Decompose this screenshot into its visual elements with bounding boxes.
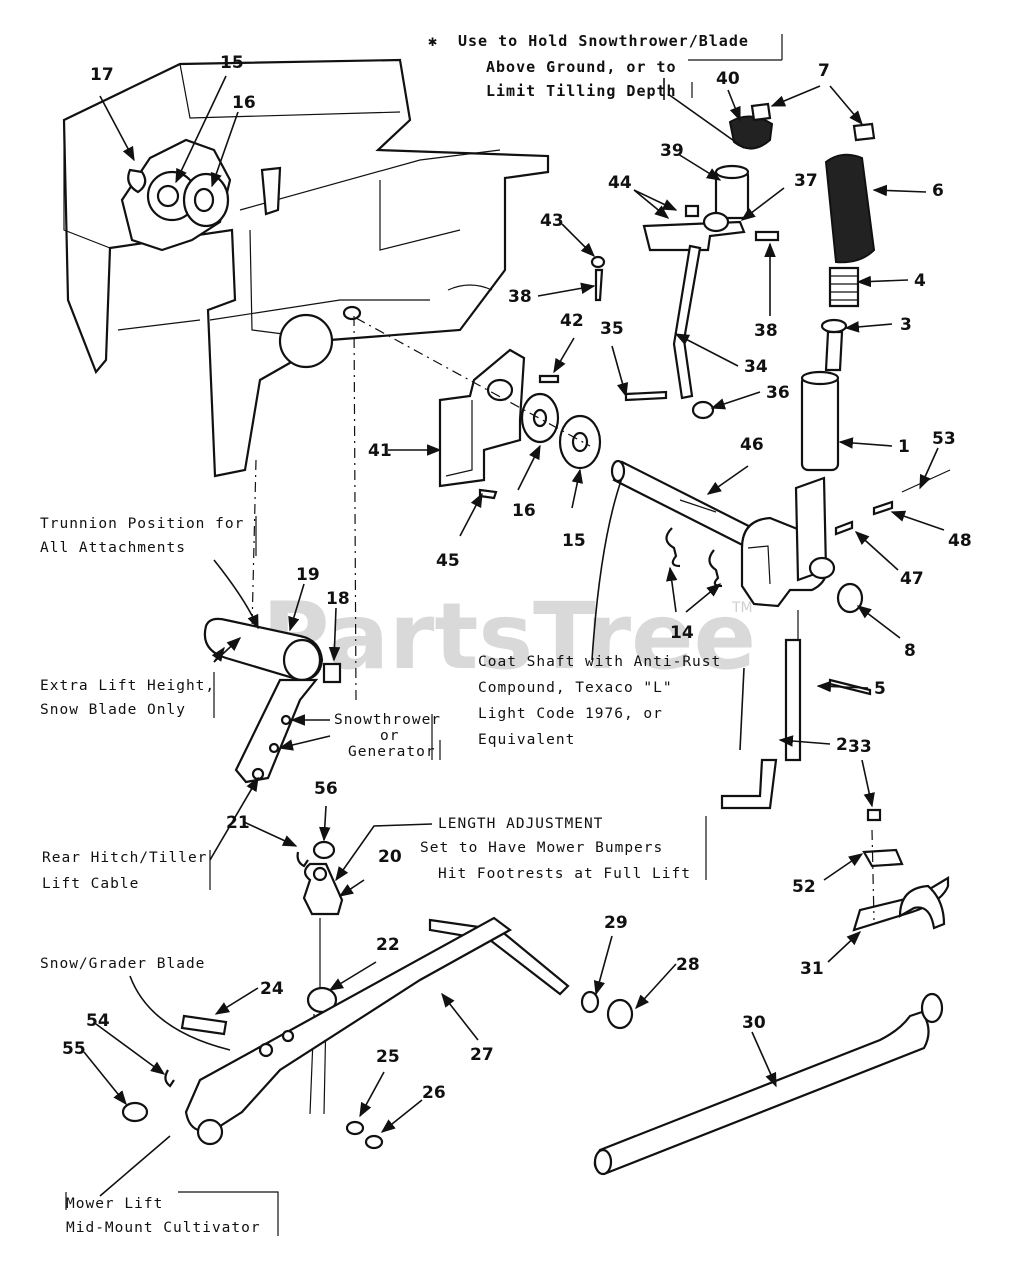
- note-coat-line-4: Equivalent: [478, 732, 575, 748]
- callout-44: 44: [608, 173, 632, 193]
- note-snowthrower-line-1: Snowthrower: [334, 712, 441, 728]
- callout-1: 1: [898, 437, 910, 457]
- note-rear-hitch-line-2: Lift Cable: [42, 876, 139, 892]
- callout-46: 46: [740, 435, 764, 455]
- callout-54: 54: [86, 1011, 110, 1031]
- callout-15: 15: [562, 531, 586, 551]
- callout-37: 37: [794, 171, 818, 191]
- callout-48: 48: [948, 531, 972, 551]
- note-mower-lift: Mower Lift: [66, 1196, 163, 1212]
- callout-45: 45: [436, 551, 460, 571]
- note-hold-line-2: Above Ground, or to: [486, 58, 677, 76]
- callout-27: 27: [470, 1045, 494, 1065]
- callout-5: 5: [874, 679, 886, 699]
- cross-shaft: [610, 459, 951, 614]
- lift-handle: [590, 102, 876, 810]
- note-length-line-2: Set to Have Mower Bumpers: [420, 840, 663, 856]
- callout-47: 47: [900, 569, 924, 589]
- callout-36: 36: [766, 383, 790, 403]
- callout-17: 17: [90, 65, 114, 85]
- note-length-line-1: LENGTH ADJUSTMENT: [438, 816, 603, 832]
- callout-4: 4: [914, 271, 926, 291]
- callout-22: 22: [376, 935, 400, 955]
- lower-linkage: [121, 808, 950, 1176]
- callout-16: 16: [512, 501, 536, 521]
- note-mid-mount-cultivator: Mid-Mount Cultivator: [66, 1220, 261, 1236]
- callout-55: 55: [62, 1039, 86, 1059]
- callout-52: 52: [792, 877, 816, 897]
- callout-15: 15: [220, 53, 244, 73]
- callout-33: 33: [848, 737, 872, 757]
- callout-21: 21: [226, 813, 250, 833]
- callout-20: 20: [378, 847, 402, 867]
- callout-42: 42: [560, 311, 584, 331]
- callout-30: 30: [742, 1013, 766, 1033]
- callout-8: 8: [904, 641, 916, 661]
- callout-19: 19: [296, 565, 320, 585]
- note-hold-line-3: Limit Tilling Depth: [486, 82, 677, 100]
- note-coat-line-1: Coat Shaft with Anti-Rust: [478, 654, 721, 670]
- callout-26: 26: [422, 1083, 446, 1103]
- callout-34: 34: [744, 357, 768, 377]
- callout-16: 16: [232, 93, 256, 113]
- callout-40: 40: [716, 69, 740, 89]
- callout-3: 3: [900, 315, 912, 335]
- note-trunnion-line-1: Trunnion Position for: [40, 516, 244, 532]
- callout-43: 43: [540, 211, 564, 231]
- note-length-line-3: Hit Footrests at Full Lift: [438, 866, 691, 882]
- callout-35: 35: [600, 319, 624, 339]
- watermark-trademark: TM: [731, 600, 753, 616]
- note-extra-lift-line-1: Extra Lift Height,: [40, 678, 215, 694]
- callout-38: 38: [508, 287, 532, 307]
- callout-numbers: 17 15 16 40 7 6 39 44 37 43 38 38 4 3 42…: [62, 53, 972, 1103]
- callout-24: 24: [260, 979, 284, 999]
- callout-28: 28: [676, 955, 700, 975]
- callout-41: 41: [368, 441, 392, 461]
- note-extra-lift-line-2: Snow Blade Only: [40, 702, 186, 718]
- callout-14: 14: [670, 623, 694, 643]
- callout-2: 2: [836, 735, 848, 755]
- note-trunnion-line-2: All Attachments: [40, 540, 186, 556]
- note-coat-line-2: Compound, Texaco "L": [478, 680, 673, 696]
- note-brackets: [65, 34, 783, 1236]
- callout-53: 53: [932, 429, 956, 449]
- note-snowthrower-line-2: or: [380, 728, 399, 744]
- note-asterisk: ✱: [428, 32, 438, 50]
- callout-56: 56: [314, 779, 338, 799]
- callout-7: 7: [818, 61, 830, 81]
- callout-39: 39: [660, 141, 684, 161]
- trunnion-assembly: [203, 315, 357, 784]
- note-coat-line-3: Light Code 1976, or: [478, 706, 663, 722]
- callout-38: 38: [754, 321, 778, 341]
- callout-6: 6: [932, 181, 944, 201]
- bracket-assembly: [355, 317, 602, 500]
- callout-29: 29: [604, 913, 628, 933]
- leader-arrows: [83, 75, 945, 1197]
- callout-18: 18: [326, 589, 350, 609]
- note-hold-line-1: Use to Hold Snowthrower/Blade: [458, 32, 749, 50]
- callout-25: 25: [376, 1047, 400, 1067]
- watermark: PartsTree: [262, 583, 756, 690]
- note-snowthrower-line-3: Generator: [348, 744, 436, 760]
- callout-31: 31: [800, 959, 824, 979]
- note-snow-grader-blade: Snow/Grader Blade: [40, 956, 205, 972]
- diagram-notes: ✱ Use to Hold Snowthrower/Blade Above Gr…: [40, 32, 749, 1236]
- note-rear-hitch-line-1: Rear Hitch/Tiller: [42, 850, 207, 866]
